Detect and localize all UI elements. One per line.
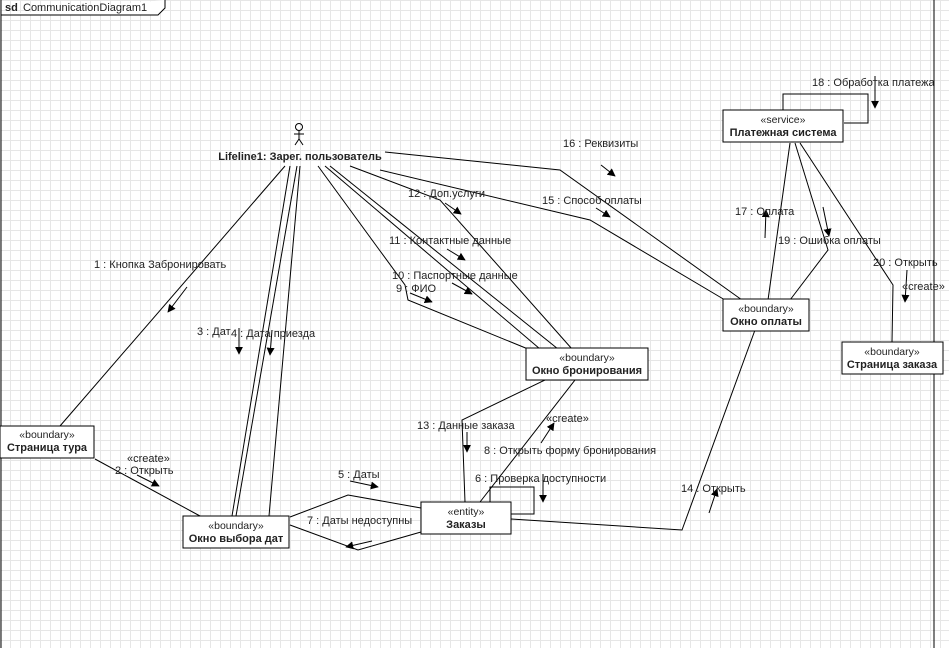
node-stereotype: «boundary»	[738, 303, 794, 315]
link-orders-booking-8[interactable]	[479, 379, 576, 503]
node-name: Заказы	[446, 519, 486, 531]
link-actor-dates-a[interactable]	[231, 165, 291, 517]
node-booking-window[interactable]: «boundary» Окно бронирования	[525, 347, 649, 381]
links	[59, 93, 894, 551]
node-stereotype: «service»	[761, 114, 806, 126]
link-orders-payment[interactable]	[510, 329, 756, 531]
link-actor-tour[interactable]	[59, 165, 286, 427]
message-labels: 1 : Кнопка Забронировать «create» 2 : От…	[94, 77, 945, 527]
message-label: 17 : Оплата	[735, 206, 795, 218]
arrow-msg-17	[761, 209, 770, 239]
arrow-msg-2	[136, 474, 160, 487]
node-orders[interactable]: «entity» Заказы	[420, 501, 512, 535]
node-stereotype: «boundary»	[19, 429, 75, 441]
arrow-msg-1	[167, 286, 188, 313]
frame-name: CommunicationDiagram1	[23, 2, 147, 14]
message-label: 19 : Ошибка оплаты	[778, 235, 881, 247]
self-loop-payment-sys[interactable]	[782, 93, 869, 124]
arrow-msg-9	[409, 292, 433, 303]
message-label: 12 : Доп.услуги	[408, 188, 485, 200]
link-tour-dates[interactable]	[94, 458, 201, 517]
node-name: Страница заказа	[847, 359, 938, 371]
arrow-msg-11	[446, 248, 466, 261]
node-stereotype: «boundary»	[559, 352, 615, 364]
node-order-page[interactable]: «boundary» Страница заказа	[841, 341, 944, 375]
frame-tab	[1, 0, 166, 16]
link-sys-order-page[interactable]	[799, 142, 894, 343]
link-actor-booking-10[interactable]	[324, 165, 541, 350]
message-arrows	[136, 76, 910, 550]
arrow-msg-19	[822, 206, 832, 237]
message-label: 4 : Дата приезда	[231, 328, 316, 340]
link-actor-dates-c[interactable]	[268, 165, 301, 517]
message-label: 13 : Данные заказа	[417, 420, 515, 432]
node-date-window[interactable]: «boundary» Окно выбора дат	[182, 515, 290, 549]
node-stereotype: «boundary»	[864, 346, 920, 358]
message-label: 11 : Контактные данные	[389, 235, 511, 247]
arrow-msg-16	[600, 164, 616, 177]
arrow-msg-12	[444, 202, 462, 215]
arrow-msg-4	[266, 329, 275, 356]
link-actor-payment-15[interactable]	[379, 169, 726, 301]
link-dates-orders-5[interactable]	[289, 494, 422, 518]
frame-kind: sd	[5, 2, 18, 14]
node-stereotype: «boundary»	[208, 520, 264, 532]
node-name: Страница тура	[7, 442, 88, 454]
link-dates-orders-7[interactable]	[289, 524, 422, 551]
arrow-msg-5	[349, 480, 379, 490]
node-name: Окно оплаты	[730, 316, 802, 328]
message-label: 2 : Открыть	[115, 465, 174, 477]
arrow-msg-10	[451, 282, 473, 295]
message-label: 20 : Открыть	[873, 257, 938, 269]
message-label: 8 : Открыть форму бронирования	[484, 445, 656, 457]
node-payment-system[interactable]: «service» Платежная система	[722, 109, 844, 143]
link-actor-dates-b[interactable]	[235, 165, 298, 517]
node-name: Окно выбора дат	[189, 533, 284, 545]
arrow-msg-7	[345, 540, 373, 550]
message-label: 14 : Открыть	[681, 483, 746, 495]
message-label: 16 : Реквизиты	[563, 138, 638, 150]
message-label: 10 : Паспортные данные	[392, 270, 518, 282]
link-orders-booking-13[interactable]	[461, 379, 546, 503]
node-name: Платежная система	[730, 127, 838, 139]
link-actor-booking-9[interactable]	[317, 165, 529, 350]
message-label: «create»	[546, 413, 589, 425]
self-loop-orders[interactable]	[489, 486, 535, 515]
message-label: 9 : ФИО	[396, 283, 437, 295]
arrow-msg-8	[540, 422, 555, 444]
arrow-msg-14	[708, 488, 719, 514]
link-payment-error[interactable]	[789, 142, 829, 301]
link-actor-payment-16[interactable]	[384, 151, 743, 301]
arrow-msg-15	[595, 207, 611, 218]
actor[interactable]: Lifeline1: Зарег. пользователь	[218, 123, 382, 164]
message-label: 7 : Даты недоступны	[307, 515, 412, 527]
message-label: 18 : Обработка платежа	[812, 77, 935, 89]
node-tour-page[interactable]: «boundary» Страница тура	[0, 425, 95, 459]
node-name: Окно бронирования	[532, 365, 642, 377]
arrow-msg-20	[901, 269, 910, 303]
message-label: 1 : Кнопка Забронировать	[94, 259, 226, 271]
link-payment-sys[interactable]	[767, 142, 791, 301]
message-label: 5 : Даты	[338, 469, 380, 481]
message-label: 6 : Проверка доступности	[475, 473, 606, 485]
message-label: «create»	[127, 453, 170, 465]
link-actor-booking-12[interactable]	[349, 165, 573, 350]
message-label: 3 : Дат	[197, 326, 231, 338]
node-payment-window[interactable]: «boundary» Окно оплаты	[722, 298, 810, 332]
message-label: «create»	[902, 281, 945, 293]
actor-stick-figure-icon	[294, 123, 304, 146]
actor-name: Lifeline1: Зарег. пользователь	[218, 151, 382, 163]
message-label: 15 : Способ оплаты	[542, 195, 642, 207]
node-stereotype: «entity»	[448, 506, 485, 518]
link-actor-booking-11[interactable]	[329, 165, 559, 350]
